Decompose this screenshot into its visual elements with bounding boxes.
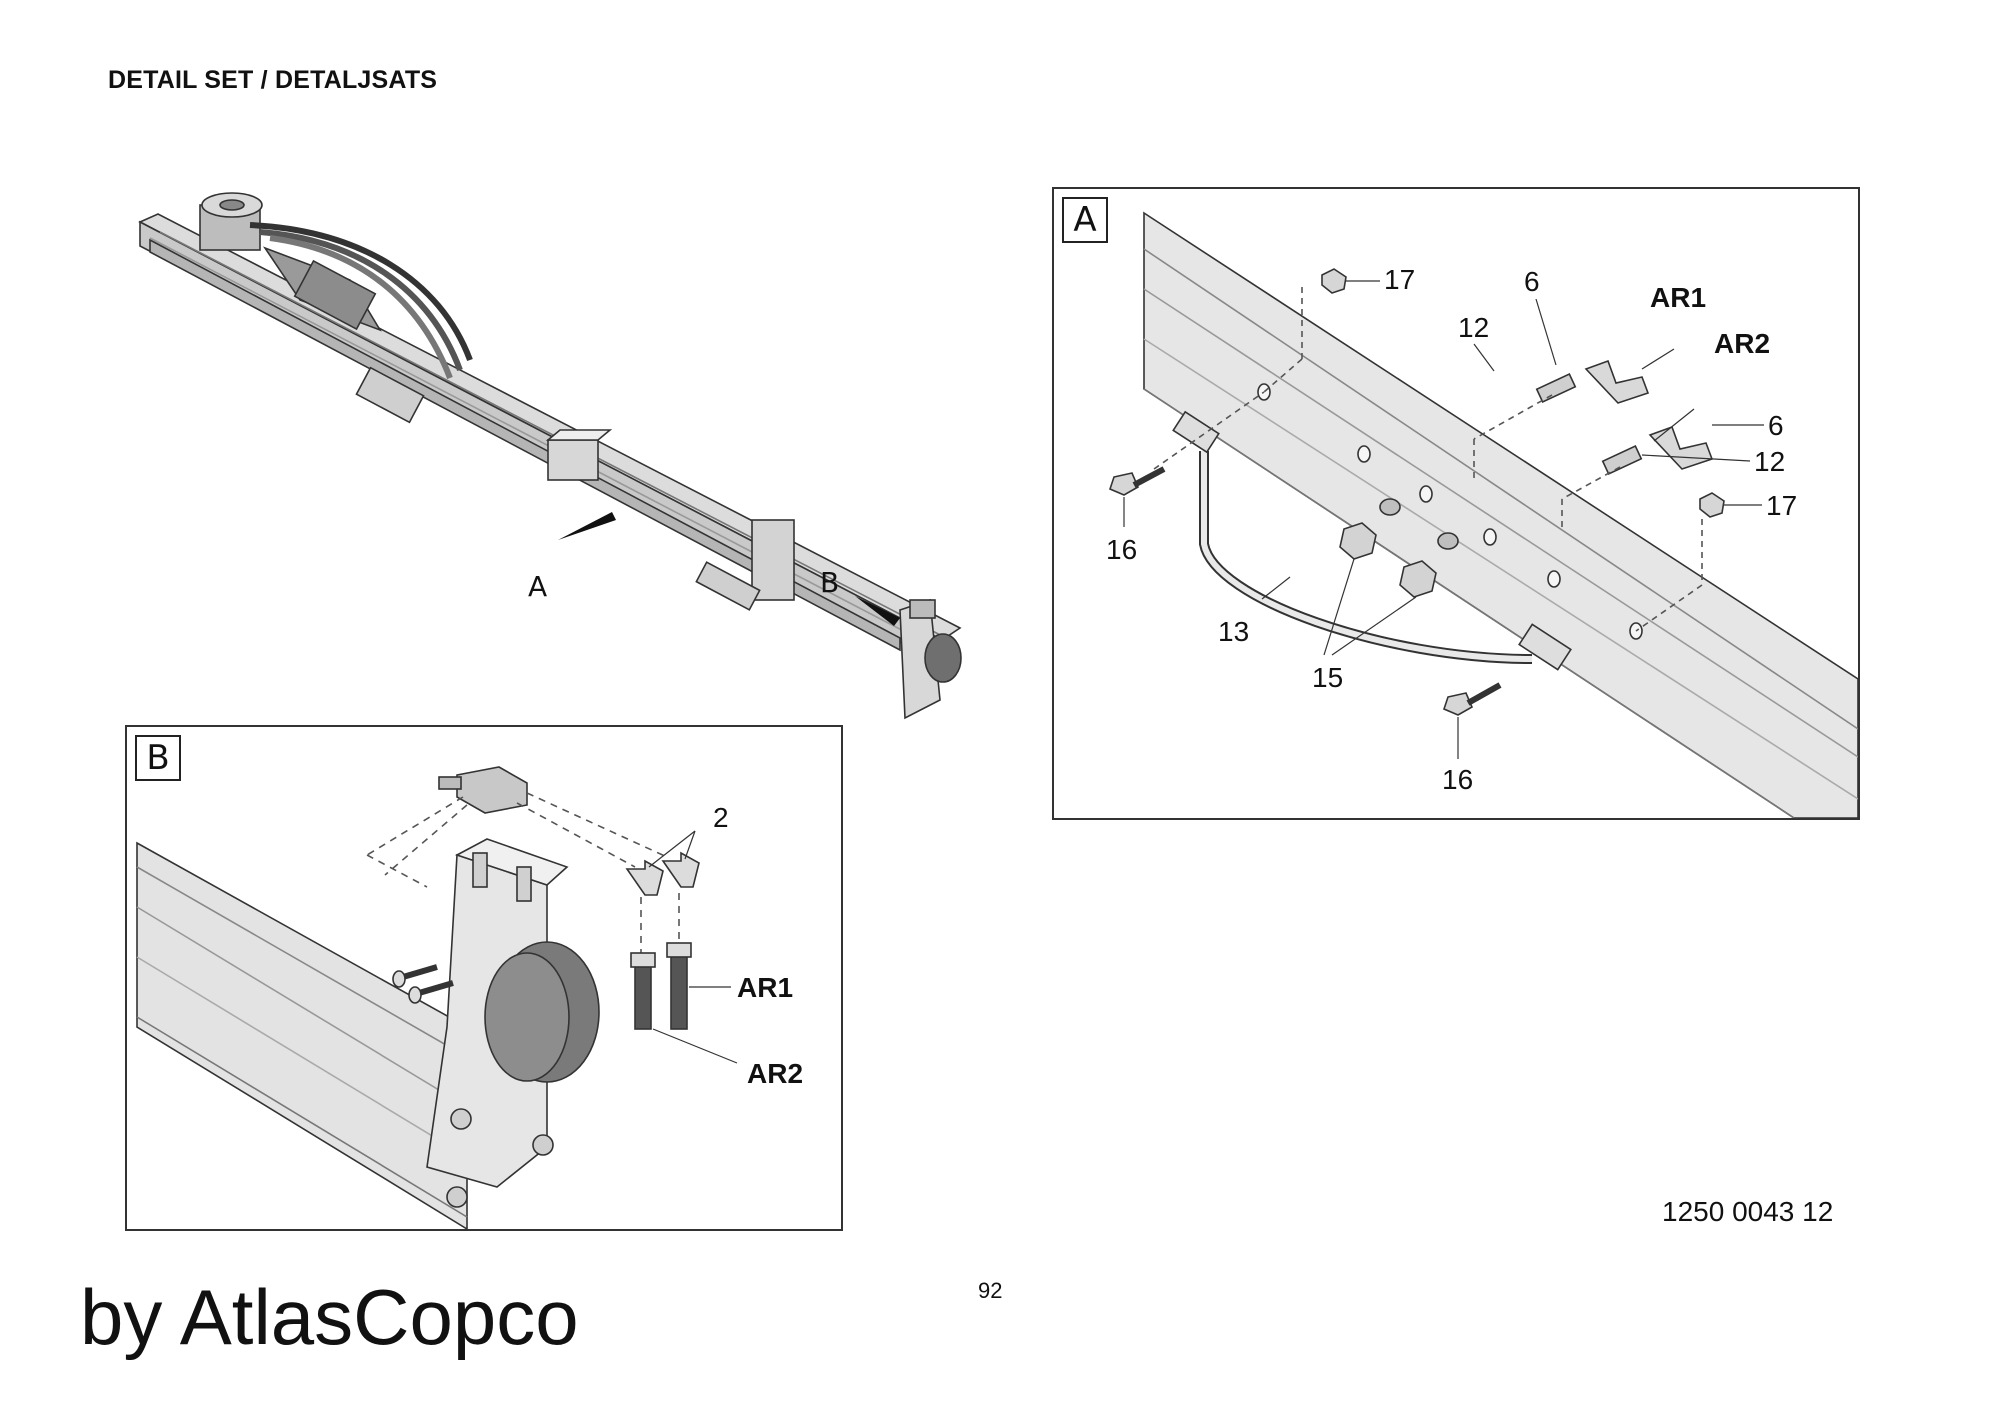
document-title: DETAIL SET / DETALJSATS: [108, 66, 438, 94]
callout-16-bottom: 16: [1442, 764, 1473, 795]
callout-ar1: AR1: [1650, 282, 1706, 313]
detail-panel-b: B: [125, 725, 843, 1231]
callout-ar2-b: AR2: [747, 1058, 803, 1089]
callout-15: 15: [1312, 662, 1343, 693]
callout-13: 13: [1218, 616, 1249, 647]
callout-16-left: 16: [1106, 534, 1137, 565]
callout-12-top: 12: [1458, 312, 1489, 343]
drawing-number: 1250 0043 12: [1662, 1196, 1834, 1227]
overview-label-b: B: [820, 566, 839, 599]
panel-b-tag: B: [135, 735, 181, 781]
callout-12-right: 12: [1754, 446, 1785, 477]
callout-6-right: 6: [1768, 410, 1784, 441]
callout-2: 2: [713, 802, 729, 833]
callout-ar2: AR2: [1714, 328, 1770, 359]
panel-a-illustration: 17 6 AR1 12 AR2 6 12 17 16 13 15 16: [1106, 211, 1858, 818]
callout-17-right: 17: [1766, 490, 1797, 521]
page-number: 92: [978, 1278, 1003, 1303]
callout-17-top: 17: [1384, 264, 1415, 295]
panel-b-illustration: 2 AR1 AR2: [136, 766, 803, 1229]
detail-panel-a: A: [1052, 187, 1860, 820]
overview-label-a: A: [528, 570, 547, 603]
panel-a-tag: A: [1062, 197, 1108, 243]
watermark: by AtlasCopco: [80, 1273, 579, 1361]
callout-6-top: 6: [1524, 266, 1540, 297]
overview-illustration: A B: [138, 192, 962, 720]
callout-ar1-b: AR1: [737, 972, 793, 1003]
